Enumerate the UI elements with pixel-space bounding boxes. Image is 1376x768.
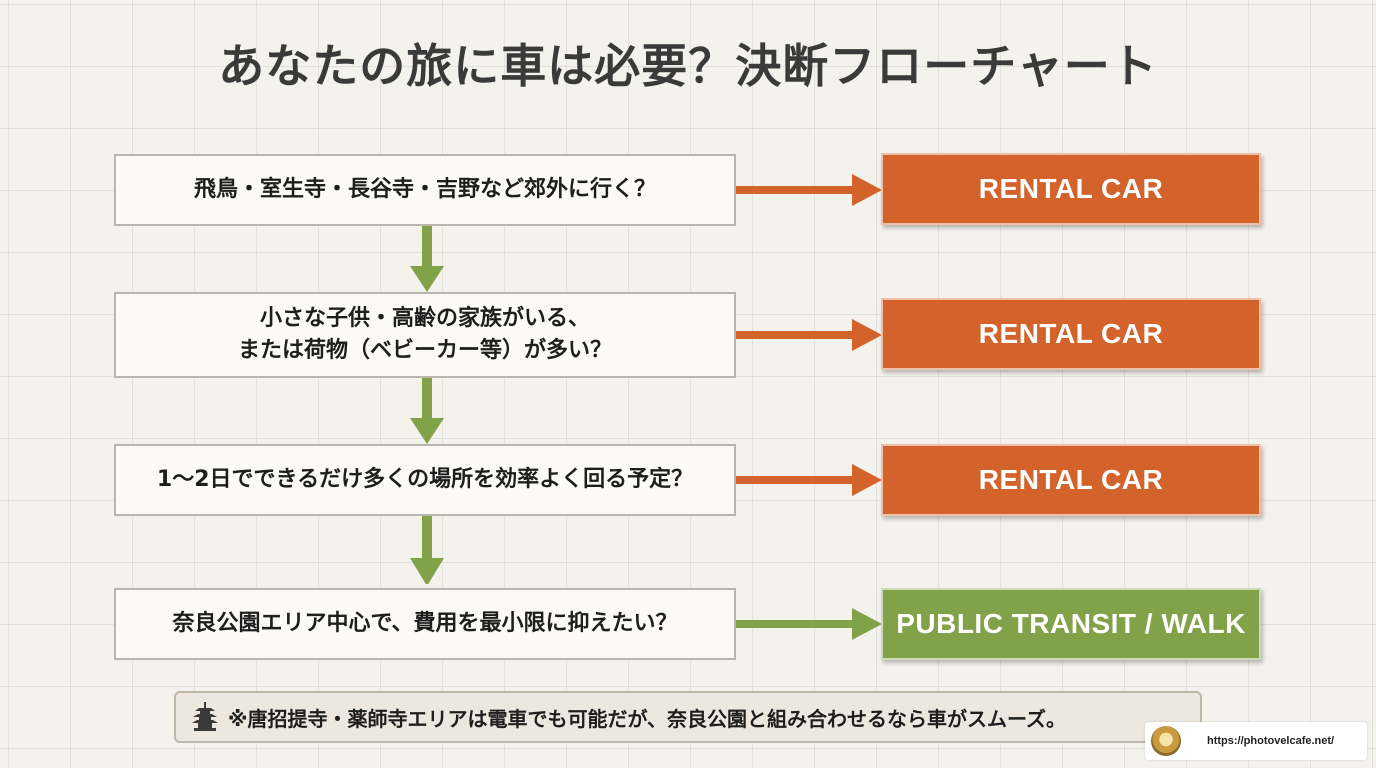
answer-public-transit-walk: PUBLIC TRANSIT / WALK	[881, 588, 1261, 660]
question-text-line2: または荷物（ベビーカー等）が多い？	[237, 338, 612, 363]
question-text: 飛鳥・室生寺・長谷寺・吉野など郊外に行く？	[193, 177, 656, 203]
website-badge[interactable]: https://photovelcafe.net/	[1145, 722, 1367, 760]
page-title: あなたの旅に車は必要？決断フローチャート	[218, 39, 1158, 93]
site-logo-icon	[1151, 726, 1181, 756]
question-text-line1: 小さな子供・高齢の家族がいる、	[259, 306, 590, 332]
website-url[interactable]: https://photovelcafe.net/	[1207, 735, 1335, 747]
question-box-efficiency: 1〜2日でできるだけ多くの場所を効率よく回る予定？	[114, 444, 736, 516]
question-text: 奈良公園エリア中心で、費用を最小限に抑えたい？	[172, 611, 678, 637]
question-box-family: 小さな子供・高齢の家族がいる、 または荷物（ベビーカー等）が多い？	[114, 292, 736, 378]
answer-rental-car-2: RENTAL CAR	[881, 298, 1261, 370]
question-text: 1〜2日でできるだけ多くの場所を効率よく回る予定？	[156, 467, 694, 493]
arrow-to-public-transit	[736, 608, 882, 640]
arrow-to-rental-car-3	[736, 464, 882, 496]
flow-arrow-down-3	[410, 516, 444, 584]
answer-rental-car-3: RENTAL CAR	[881, 444, 1261, 516]
pagoda-icon	[192, 702, 218, 731]
arrow-to-rental-car-1	[736, 174, 882, 206]
arrow-to-rental-car-2	[736, 319, 882, 351]
flow-arrow-down-2	[410, 378, 444, 444]
footnote-text: ※唐招提寺・薬師寺エリアは電車でも可能だが、奈良公園と組み合わせるなら車がスムー…	[228, 706, 1067, 731]
question-box-budget: 奈良公園エリア中心で、費用を最小限に抑えたい？	[114, 588, 736, 660]
answer-rental-car-1: RENTAL CAR	[881, 153, 1261, 225]
flow-arrow-down-1	[410, 226, 444, 292]
question-box-suburbs: 飛鳥・室生寺・長谷寺・吉野など郊外に行く？	[114, 154, 736, 226]
footnote-box: ※唐招提寺・薬師寺エリアは電車でも可能だが、奈良公園と組み合わせるなら車がスムー…	[174, 691, 1202, 743]
